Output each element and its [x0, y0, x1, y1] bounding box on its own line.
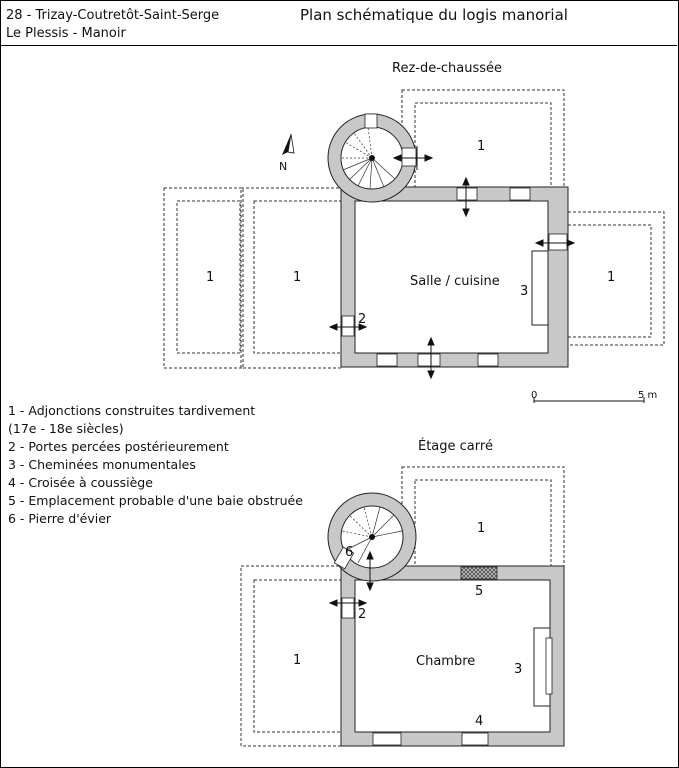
upper-room-label: Chambre	[416, 654, 475, 669]
ground-annex-label-2: 1	[293, 270, 301, 285]
header-left: 28 - Trizay-Coutretôt-Saint-Serge Le Ple…	[6, 7, 219, 43]
upper-window-label: 4	[475, 714, 483, 729]
legend-item-5: 5 - Emplacement probable d'une baie obst…	[8, 493, 303, 508]
ground-floor-title: Rez-de-chaussée	[392, 61, 502, 76]
ground-annex-label-4: 1	[607, 270, 615, 285]
upper-annex-north	[401, 466, 565, 567]
ground-annex-label-3: 1	[477, 139, 485, 154]
north-label: N	[279, 160, 287, 173]
ground-annex-label-1: 1	[206, 270, 214, 285]
north-arrow: N	[279, 133, 295, 173]
upper-door-arrows	[328, 550, 374, 607]
ground-main-walls	[340, 186, 569, 368]
scale-max: 5 m	[638, 390, 657, 401]
ground-stair-tower	[327, 113, 417, 203]
annex-west	[240, 187, 342, 369]
upper-blocked-bay-label: 5	[475, 584, 483, 599]
legend: 1 - Adjonctions construites tardivement …	[8, 402, 303, 528]
floor-plans: Rez-de-chaussée N	[163, 61, 665, 747]
annex-west-outer-inner	[176, 200, 241, 354]
header: 28 - Trizay-Coutretôt-Saint-Serge Le Ple…	[0, 0, 677, 46]
page-title: Plan schématique du logis manorial	[300, 6, 568, 24]
upper-annex-label-1: 1	[293, 653, 301, 668]
upper-door-label: 2	[358, 607, 366, 622]
ground-annexes	[163, 89, 665, 369]
annex-east	[567, 211, 665, 346]
upper-stair-tower	[327, 492, 417, 582]
ground-fireplace-label: 3	[520, 284, 528, 299]
ground-floor-plan: Rez-de-chaussée N	[163, 61, 665, 380]
legend-item-4: 4 - Croisée à coussiège	[8, 475, 153, 490]
upper-floor-title: Étage carré	[418, 438, 493, 454]
site-label: Le Plessis - Manoir	[6, 26, 126, 41]
upper-floor-plan: Étage carré	[240, 438, 565, 747]
blocked-bay	[460, 566, 498, 580]
location-label: 28 - Trizay-Coutretôt-Saint-Serge	[6, 8, 220, 23]
legend-item-2: 2 - Portes percées postérieurement	[8, 439, 229, 454]
upper-main-walls	[340, 565, 565, 747]
upper-sink-label: 6	[345, 545, 353, 560]
ground-door-label: 2	[358, 312, 366, 327]
upper-annex-label-2: 1	[477, 521, 485, 536]
legend-item-3: 3 - Cheminées monumentales	[8, 457, 196, 472]
ground-room-label: Salle / cuisine	[410, 274, 500, 289]
legend-item-6: 6 - Pierre d'évier	[8, 511, 112, 526]
upper-annex-west	[240, 565, 342, 747]
annex-east-inner	[567, 224, 652, 338]
scale-zero: 0	[531, 390, 537, 401]
sink-stone	[333, 546, 355, 570]
ground-door-arrows	[328, 146, 576, 380]
annex-west-outer	[163, 187, 244, 369]
legend-item-1: 1 - Adjonctions construites tardivement	[8, 403, 256, 418]
ground-fireplace	[531, 250, 549, 326]
upper-fireplace-label: 3	[514, 662, 522, 677]
scale-bar: 0 5 m	[531, 390, 657, 403]
legend-item-1-dates: (17e - 18e siècles)	[8, 421, 124, 436]
